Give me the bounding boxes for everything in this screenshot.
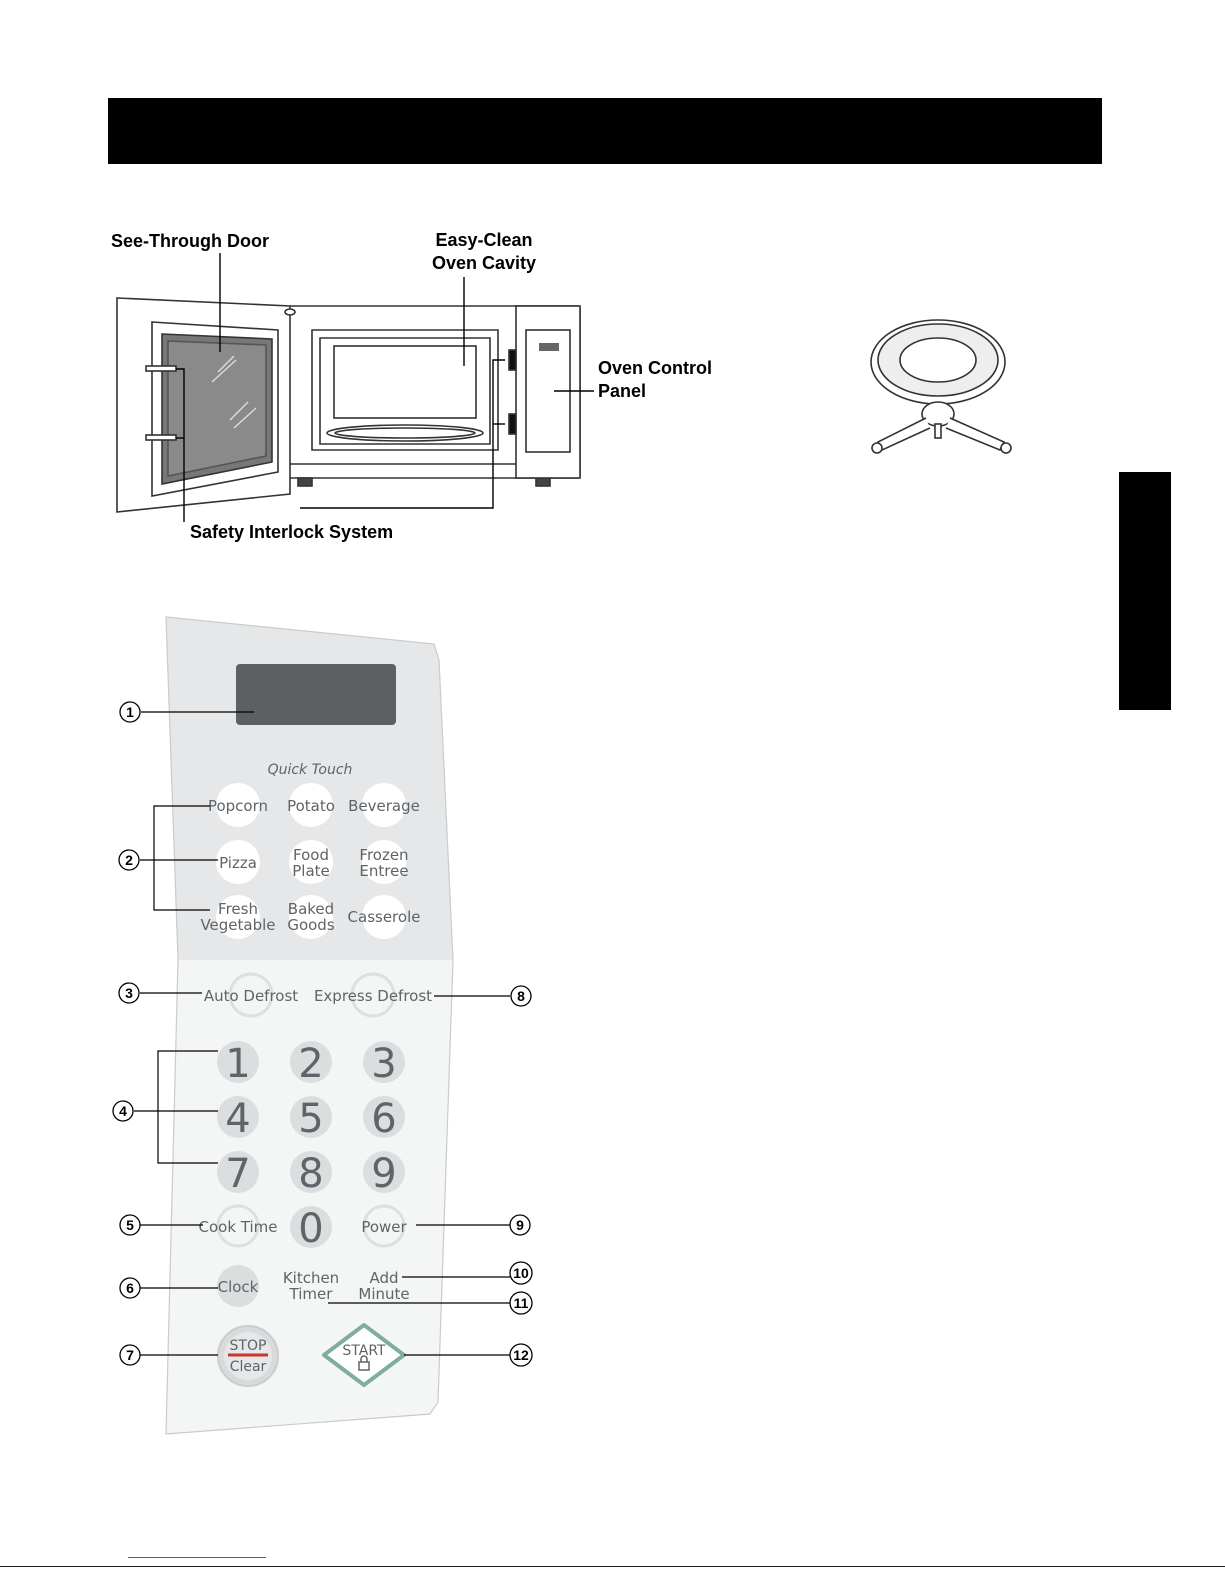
frozen-entree-button-line1[interactable]: Frozen [359,846,408,864]
label-cavity-line2: Oven Cavity [431,253,537,273]
number-key-9[interactable]: 9 [371,1151,396,1197]
callout-8: 8 [517,988,525,1004]
potato-button-bg[interactable] [289,783,333,827]
number-key-1[interactable]: 1 [225,1041,250,1087]
callouts [112,701,533,1367]
power-button[interactable]: Power [361,1218,407,1236]
label-oven-control-panel: Oven Control Panel [598,357,712,403]
label-panel-line2: Panel [598,381,647,401]
add-minute-button-line1[interactable]: Add [369,1269,398,1287]
casserole-button-bg[interactable] [362,895,406,939]
number-key-6[interactable]: 6 [371,1096,396,1142]
callout-3: 3 [125,985,133,1001]
casserole-button[interactable]: Casserole [348,908,421,926]
baked-goods-button-line1[interactable]: Baked [288,900,334,918]
number-key-0[interactable]: 0 [298,1206,323,1252]
cook-time-button[interactable]: Cook Time [199,1218,278,1236]
auto-defrost-button[interactable]: Auto Defrost [204,987,298,1005]
number-key-2[interactable]: 2 [298,1041,323,1087]
number-pad: 1 2 3 4 5 6 7 8 9 0 [217,1041,405,1252]
lock-icon [358,1355,370,1371]
panel-lower-section [166,960,453,1434]
oven-cavity-window [333,345,477,419]
beverage-button-bg[interactable] [362,783,406,827]
beverage-button[interactable]: Beverage [348,797,420,815]
side-section-tab [1119,472,1171,710]
start-button-outline[interactable] [322,1323,406,1387]
food-plate-button-bg[interactable] [289,840,333,884]
label-easy-clean-cavity: Easy-Clean Oven Cavity [418,229,550,275]
callout-4: 4 [119,1103,127,1119]
popcorn-button-bg[interactable] [216,783,260,827]
panel-display [236,664,396,725]
section-header-bar [108,98,1102,164]
start-button[interactable]: START [342,1343,386,1359]
quick-touch-heading: Quick Touch [268,762,353,778]
clear-button[interactable]: Clear [230,1359,267,1375]
food-plate-button-line1[interactable]: Food [293,846,329,864]
quick-touch-grid: Popcorn Potato Beverage Pizza Food Plate… [200,783,420,939]
label-cavity-line1: Easy-Clean [435,230,533,250]
popcorn-button[interactable]: Popcorn [208,797,268,815]
label-safety-interlock: Safety Interlock System [190,522,394,542]
add-minute-button-line2[interactable]: Minute [358,1285,409,1303]
callout-11: 11 [514,1295,529,1311]
callout-1: 1 [126,704,134,720]
footer-rule [0,1566,1225,1567]
kitchen-timer-button-line1[interactable]: Kitchen [283,1269,339,1287]
number-key-8[interactable]: 8 [298,1151,323,1197]
food-plate-button-line2[interactable]: Plate [292,862,330,880]
fresh-vegetable-button-line2[interactable]: Vegetable [200,916,275,934]
pizza-button[interactable]: Pizza [219,854,257,872]
callout-7: 7 [126,1347,134,1363]
callout-6: 6 [126,1280,134,1296]
stop-button[interactable]: STOP [230,1338,267,1354]
turntable-illustration [870,319,1012,454]
express-defrost-button[interactable]: Express Defrost [314,987,432,1005]
number-key-3[interactable]: 3 [371,1041,396,1087]
callout-12: 12 [513,1347,529,1363]
number-key-5[interactable]: 5 [298,1096,323,1142]
fresh-vegetable-button-line1[interactable]: Fresh [218,900,258,918]
fresh-vegetable-button-bg[interactable] [216,895,260,939]
number-key-4[interactable]: 4 [225,1096,250,1142]
frozen-entree-button-bg[interactable] [362,840,406,884]
clock-button[interactable]: Clock [218,1278,259,1296]
potato-button[interactable]: Potato [287,797,335,815]
callout-5: 5 [126,1217,134,1233]
pizza-button-bg[interactable] [216,840,260,884]
baked-goods-button-bg[interactable] [289,895,333,939]
frozen-entree-button-line2[interactable]: Entree [359,862,408,880]
number-key-7[interactable]: 7 [225,1151,250,1197]
callout-9: 9 [516,1217,524,1233]
kitchen-timer-button-line2[interactable]: Timer [289,1285,334,1303]
callout-10: 10 [513,1265,529,1281]
label-see-through-door: See-Through Door [111,231,269,251]
baked-goods-button-line2[interactable]: Goods [287,916,334,934]
label-panel-line1: Oven Control [598,358,713,378]
footer-link-underline[interactable] [128,1557,266,1558]
callout-2: 2 [125,852,133,868]
